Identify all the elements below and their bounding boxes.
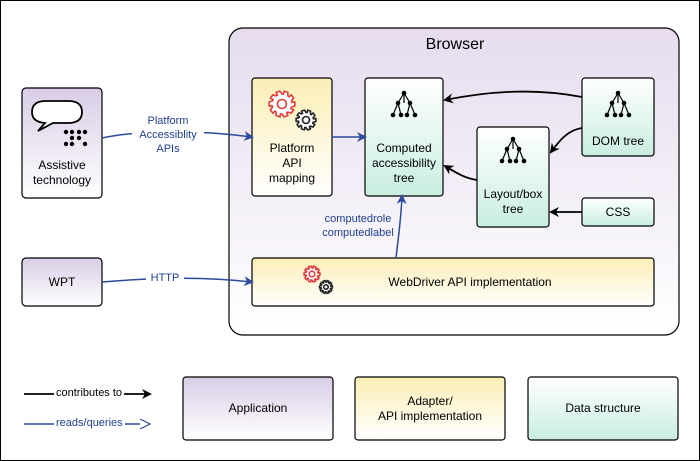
layout-box-tree-label: Layout/box tree <box>483 187 543 216</box>
speech-bubble-icon <box>31 100 83 132</box>
layout-box-tree-box <box>476 126 550 228</box>
legend-reads-label: reads/queries <box>54 417 125 429</box>
dom-tree-label: DOM tree <box>591 133 644 148</box>
computed-role-label-edge: computedrole computedlabel <box>322 213 394 239</box>
dom-tree-box <box>581 77 655 157</box>
legend-adapter-label: Adapter/ API implementation <box>377 393 483 423</box>
http-label: HTTP <box>146 271 184 285</box>
assistive-technology-label: Assistive technology <box>32 158 92 187</box>
layout-to-computed-arrow <box>443 164 478 181</box>
computed-accessibility-tree-label: Computed accessibility tree <box>371 140 437 185</box>
legend-application-label: Application <box>228 401 288 415</box>
gear-icon <box>295 109 317 131</box>
legend-contributes-label: contributes to <box>54 387 125 399</box>
legend-application-box <box>182 376 334 441</box>
legend-data-structure-label: Data structure <box>565 401 641 415</box>
legend-data-structure-box <box>527 376 679 441</box>
dom-to-layout-arrow <box>549 127 583 154</box>
dom-to-computed-arrow <box>443 90 583 104</box>
platform-api-mapping-label: Platform API mapping <box>268 140 316 185</box>
platform-accessibility-apis-label: Platform Accessiblity APIs <box>132 114 204 156</box>
browser-title: Browser <box>425 36 485 53</box>
webdriver-api-label: WebDriver API implementation <box>388 274 552 289</box>
webdriver-to-computed-arrow <box>395 194 407 259</box>
css-label: CSS <box>605 204 631 219</box>
gear-icon <box>268 90 296 118</box>
braille-dots-icon <box>63 129 88 147</box>
wpt-label: WPT <box>48 274 76 289</box>
legend-adapter-box <box>354 376 506 441</box>
